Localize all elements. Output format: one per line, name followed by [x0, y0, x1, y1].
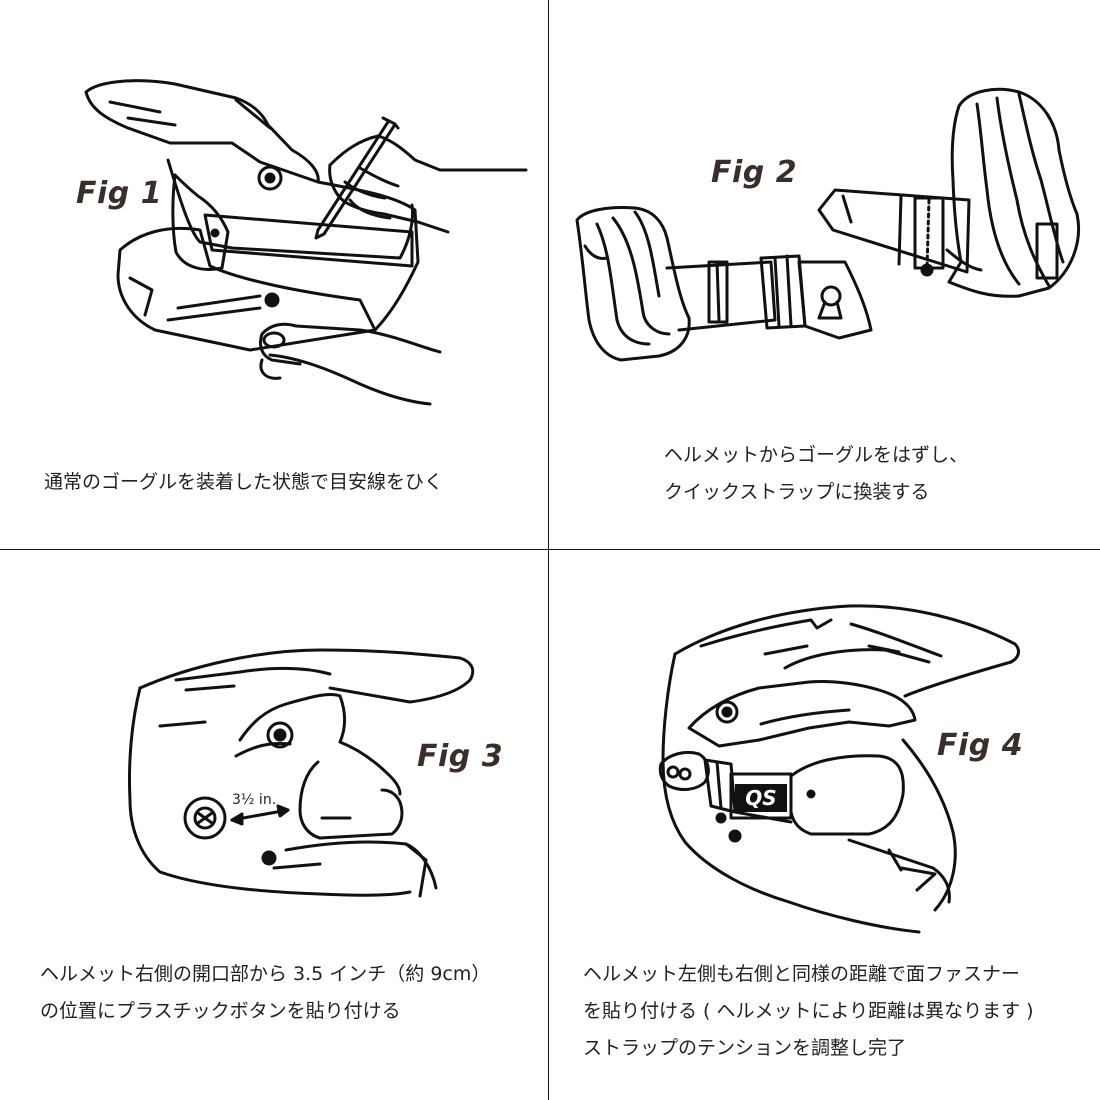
fig-3-caption: ヘルメット右側の開口部から 3.5 インチ（約 9cm） の位置にプラスチックボ…	[40, 956, 490, 1030]
fig-4-caption-line-2: を貼り付ける ( ヘルメットにより距離は異なります )	[583, 1000, 1034, 1022]
fig-3-caption-line-1: ヘルメット右側の開口部から 3.5 インチ（約 9cm）	[40, 963, 491, 985]
vertical-divider	[548, 0, 549, 1100]
fig-3-label: Fig 3	[417, 739, 504, 774]
goggle-logo: QS	[735, 784, 787, 812]
panel-fig-3: 3½ in. Fig 3 ヘルメット右側の開口部から 3.5 インチ（約 9cm…	[0, 550, 548, 1099]
panel-fig-1: Fig 1 通常のゴーグルを装着した状態で目安線をひく	[0, 0, 548, 549]
helmet-marking-illustration	[0, 0, 548, 549]
helmet-side-illustration	[0, 550, 548, 1099]
fig-4-caption-line-1: ヘルメット左側も右側と同様の距離で面ファスナー	[583, 963, 1021, 985]
fig-4-label: Fig 4	[937, 728, 1024, 763]
panel-fig-4: QS Fig 4 ヘルメット左側も右側と同様の距離で面ファスナー を貼り付ける …	[549, 550, 1097, 1099]
measurement-label: 3½ in.	[232, 792, 277, 808]
fig-1-caption: 通常のゴーグルを装着した状態で目安線をひく	[44, 464, 443, 501]
fig-2-caption-line-1: ヘルメットからゴーグルをはずし、	[664, 444, 969, 466]
fig-3-caption-line-2: の位置にプラスチックボタンを貼り付ける	[40, 1000, 401, 1022]
fig-2-caption: ヘルメットからゴーグルをはずし、 クイックストラップに換装する	[664, 437, 968, 511]
panel-fig-2: Fig 2 ヘルメットからゴーグルをはずし、 クイックストラップに換装する	[549, 0, 1097, 549]
fig-4-caption: ヘルメット左側も右側と同様の距離で面ファスナー を貼り付ける ( ヘルメットによ…	[583, 956, 1034, 1067]
fig-4-caption-line-3: ストラップのテンションを調整し完了	[583, 1037, 907, 1059]
fig-2-caption-line-2: クイックストラップに換装する	[664, 481, 930, 503]
quick-strap-illustration	[549, 0, 1097, 549]
fig-2-label: Fig 2	[711, 155, 798, 190]
fig-1-label: Fig 1	[76, 176, 163, 211]
horizontal-divider	[0, 549, 1100, 550]
fig-1-caption-line-1: 通常のゴーグルを装着した状態で目安線をひく	[44, 471, 444, 493]
helmet-with-goggle-illustration	[549, 550, 1097, 1099]
